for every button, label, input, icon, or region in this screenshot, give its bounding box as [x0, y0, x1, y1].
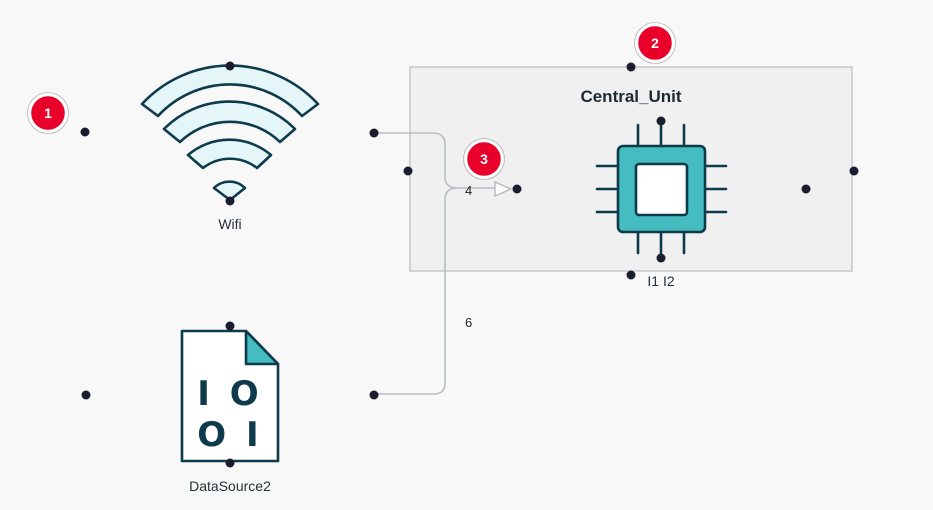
handle-cpu-bottom[interactable] [656, 253, 666, 263]
binary-file-icon[interactable]: I O O I [180, 329, 280, 463]
central-unit-title: Central_Unit [580, 87, 681, 106]
central-unit-ports-label: I1 I2 [647, 273, 674, 289]
connection-handles [80, 61, 859, 468]
handle-wifi-bottom[interactable] [225, 196, 235, 206]
badge-3[interactable]: 3 [463, 138, 505, 180]
handle-wifi-left[interactable] [80, 127, 90, 137]
binary-row-1: I O [197, 374, 262, 414]
badge-2-number: 2 [651, 35, 659, 51]
handle-group-bottom[interactable] [626, 270, 636, 280]
binary-row-2: O I [197, 415, 262, 455]
handle-cpu-right[interactable] [801, 184, 811, 194]
edge-arrowhead [494, 180, 513, 198]
handle-cpu-left[interactable] [512, 184, 522, 194]
edge-wifi-to-central-unit[interactable] [374, 132, 496, 189]
handle-wifi-top[interactable] [225, 61, 235, 71]
badge-1[interactable]: 1 [27, 92, 69, 134]
wifi-label: Wifi [218, 216, 241, 232]
edge-datasource-to-central-unit[interactable] [374, 187, 458, 395]
edge-label-wifi: 4 [465, 183, 472, 198]
badge-2[interactable]: 2 [634, 22, 676, 64]
handle-group-right[interactable] [849, 166, 859, 176]
handle-group-left[interactable] [403, 166, 413, 176]
handle-datasource-right[interactable] [369, 390, 379, 400]
badge-3-number: 3 [480, 151, 488, 167]
cpu-chip-icon[interactable] [595, 123, 728, 255]
handle-datasource-left[interactable] [81, 390, 91, 400]
handle-cpu-top[interactable] [656, 116, 666, 126]
badge-1-number: 1 [44, 105, 52, 121]
handle-group-top[interactable] [626, 62, 636, 72]
datasource-label: DataSource2 [189, 478, 271, 494]
handle-datasource-bottom[interactable] [225, 458, 235, 468]
edge-label-datasource: 6 [465, 315, 472, 330]
wifi-icon[interactable] [140, 64, 320, 202]
handle-wifi-right[interactable] [369, 128, 379, 138]
handle-datasource-top[interactable] [225, 321, 235, 331]
